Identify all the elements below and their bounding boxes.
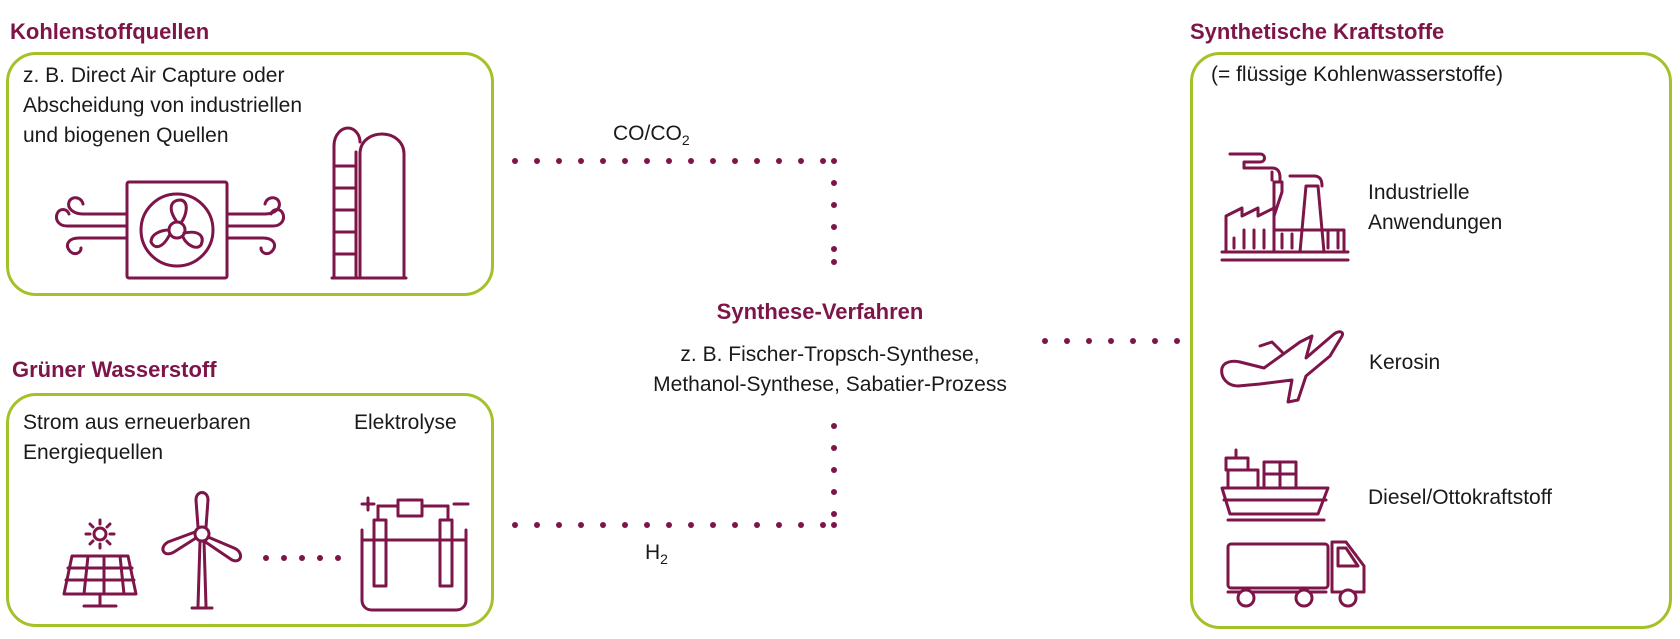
fuels-subtitle: (= flüssige Kohlenwasserstoffe) bbox=[1211, 63, 1504, 86]
carbon-text-line-3: und biogenen Quellen bbox=[23, 124, 229, 147]
carbon-text-line-1: z. B. Direct Air Capture oder bbox=[23, 64, 285, 87]
co2-dotted-line bbox=[512, 158, 837, 265]
fuels-dotted-line bbox=[1042, 338, 1180, 344]
power-text-line-2: Energiequellen bbox=[23, 441, 164, 464]
power-dotted-line bbox=[263, 555, 341, 561]
h2-dotted-line bbox=[512, 423, 837, 528]
electrolysis-label: Elektrolyse bbox=[354, 411, 457, 434]
industry-line-2: Anwendungen bbox=[1368, 211, 1503, 234]
factory-icon bbox=[1220, 152, 1350, 262]
h-main-text: H bbox=[645, 541, 661, 564]
carbon-sources-box bbox=[6, 52, 494, 296]
industry-label: Industrielle Anwendungen bbox=[1368, 178, 1502, 238]
fuels-box bbox=[1190, 52, 1672, 629]
wind-turbine-icon bbox=[161, 491, 242, 610]
hydrogen-heading: Grüner Wasserstoff bbox=[12, 357, 217, 382]
power-text-line-1: Strom aus erneuerbaren bbox=[23, 411, 251, 434]
truck-icon bbox=[1226, 540, 1366, 608]
fuels-heading: Synthetische Kraftstoffe bbox=[1190, 19, 1445, 44]
carbon-sources-text: z. B. Direct Air Capture oder Abscheidun… bbox=[23, 61, 302, 151]
industry-line-1: Industrielle bbox=[1368, 181, 1470, 204]
airplane-icon bbox=[1220, 330, 1344, 404]
co-main-text: CO/CO bbox=[613, 122, 682, 145]
co-co2-label: CO/CO2 bbox=[613, 119, 690, 155]
hydrogen-box bbox=[6, 393, 494, 627]
h2-label: H2 bbox=[645, 538, 668, 574]
h-subscript: 2 bbox=[660, 551, 668, 568]
electrolyzer-icon bbox=[360, 496, 470, 612]
synthesis-heading: Synthese-Verfahren bbox=[716, 299, 924, 324]
hydrogen-power-text: Strom aus erneuerbaren Energiequellen bbox=[23, 408, 251, 468]
solar-panel-icon bbox=[62, 518, 138, 608]
kerosene-label: Kerosin bbox=[1369, 351, 1441, 374]
co-subscript: 2 bbox=[681, 132, 690, 149]
silo-icon bbox=[330, 126, 408, 280]
ship-icon bbox=[1220, 448, 1330, 522]
synthesis-line-2: Methanol-Synthese, Sabatier-Prozess bbox=[653, 373, 1007, 396]
carbon-sources-heading: Kohlenstoffquellen bbox=[10, 19, 210, 44]
fan-icon bbox=[55, 180, 285, 280]
diesel-label: Diesel/Ottokraftstoff bbox=[1368, 486, 1553, 509]
carbon-text-line-2: Abscheidung von industriellen bbox=[23, 94, 303, 117]
synthesis-line-1: z. B. Fischer-Tropsch-Synthese, bbox=[680, 343, 980, 366]
synthesis-text: z. B. Fischer-Tropsch-Synthese, Methanol… bbox=[610, 340, 1050, 400]
